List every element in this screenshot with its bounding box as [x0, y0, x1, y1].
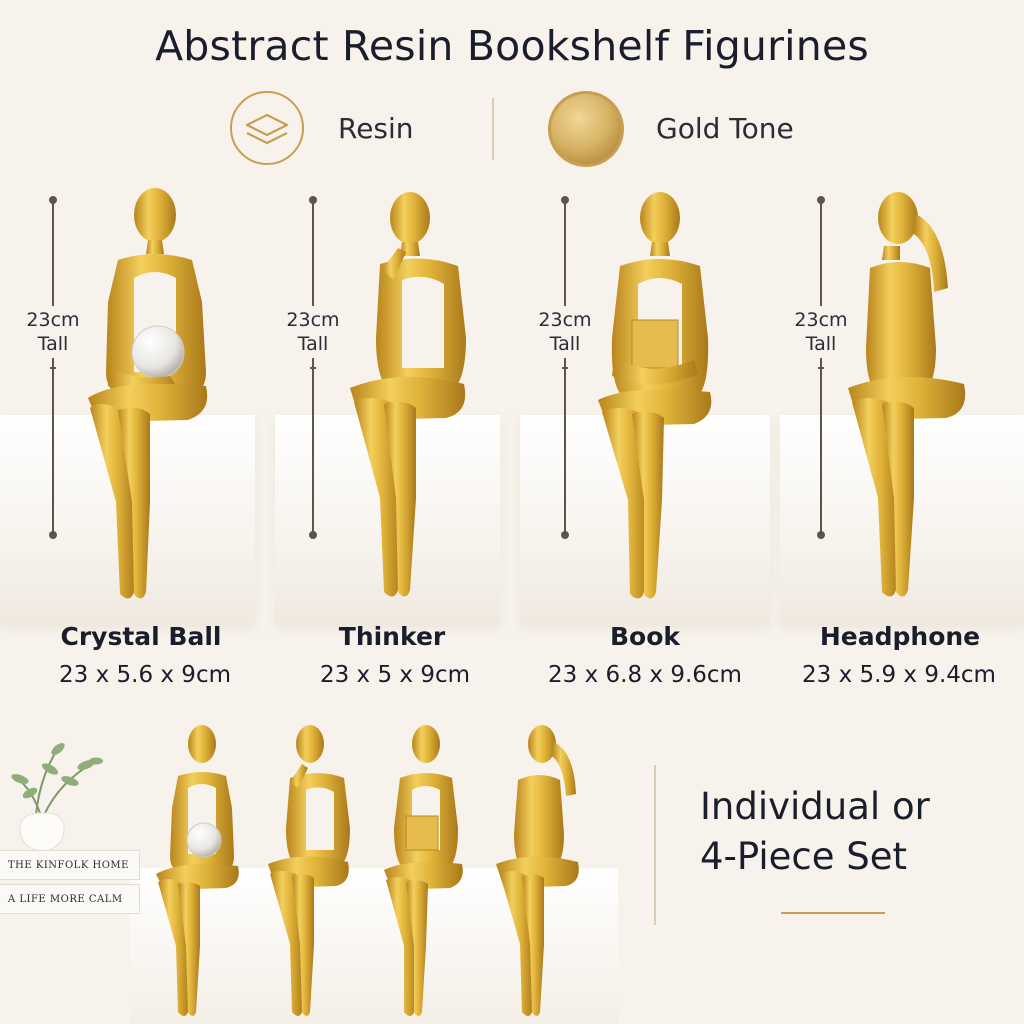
height-label: 23cm Tall [520, 306, 610, 358]
height-measure [561, 196, 569, 539]
product-name: Thinker [338, 622, 446, 651]
book-spine: A LIFE MORE CALM [0, 884, 140, 914]
feature-resin: Resin [228, 88, 414, 168]
height-label: 23cm Tall [776, 306, 866, 358]
gold-swatch-icon [546, 89, 624, 167]
product-name: Headphone [819, 622, 981, 651]
set-headphone-figurine [496, 725, 579, 1016]
set-book-figurine [384, 725, 463, 1016]
product-dimensions: 23 x 5.6 x 9cm [59, 662, 231, 688]
set-option-text: Individual or 4-Piece Set [700, 782, 1000, 882]
feature-gold-tone: Gold Tone [546, 88, 794, 168]
feature-divider [492, 98, 494, 160]
set-text-line: 4-Piece Set [700, 835, 908, 878]
height-label: 23cm Tall [268, 306, 358, 358]
height-label: 23cm Tall [8, 306, 98, 358]
product-name: Crystal Ball [60, 622, 222, 651]
height-measure [49, 196, 57, 539]
set-text-line: Individual or [700, 785, 930, 828]
product-dimensions: 23 x 6.8 x 9.6cm [548, 662, 742, 688]
product-dimensions: 23 x 5 x 9cm [319, 662, 471, 688]
height-measure [817, 196, 825, 539]
book-spine: THE KINFOLK HOME [0, 850, 140, 880]
layers-icon [228, 89, 306, 167]
crystal-ball-figurine [88, 188, 208, 599]
page-title: Abstract Resin Bookshelf Figurines [155, 22, 869, 70]
thinker-figurine [350, 192, 466, 597]
height-measure [309, 196, 317, 539]
set-thinker-figurine [268, 725, 350, 1016]
feature-label: Resin [338, 111, 414, 145]
book-stack: THE KINFOLK HOME A LIFE MORE CALM [0, 850, 140, 918]
product-dimensions: 23 x 5.9 x 9.4cm [802, 662, 996, 688]
headphone-figurine [848, 192, 966, 597]
set-divider [654, 765, 656, 925]
feature-label: Gold Tone [656, 111, 794, 145]
set-crystal-ball-figurine [156, 725, 239, 1016]
book-figurine [598, 192, 712, 599]
plant-vase-icon [11, 743, 103, 852]
product-name: Book [609, 622, 681, 651]
accent-underline [781, 912, 885, 914]
